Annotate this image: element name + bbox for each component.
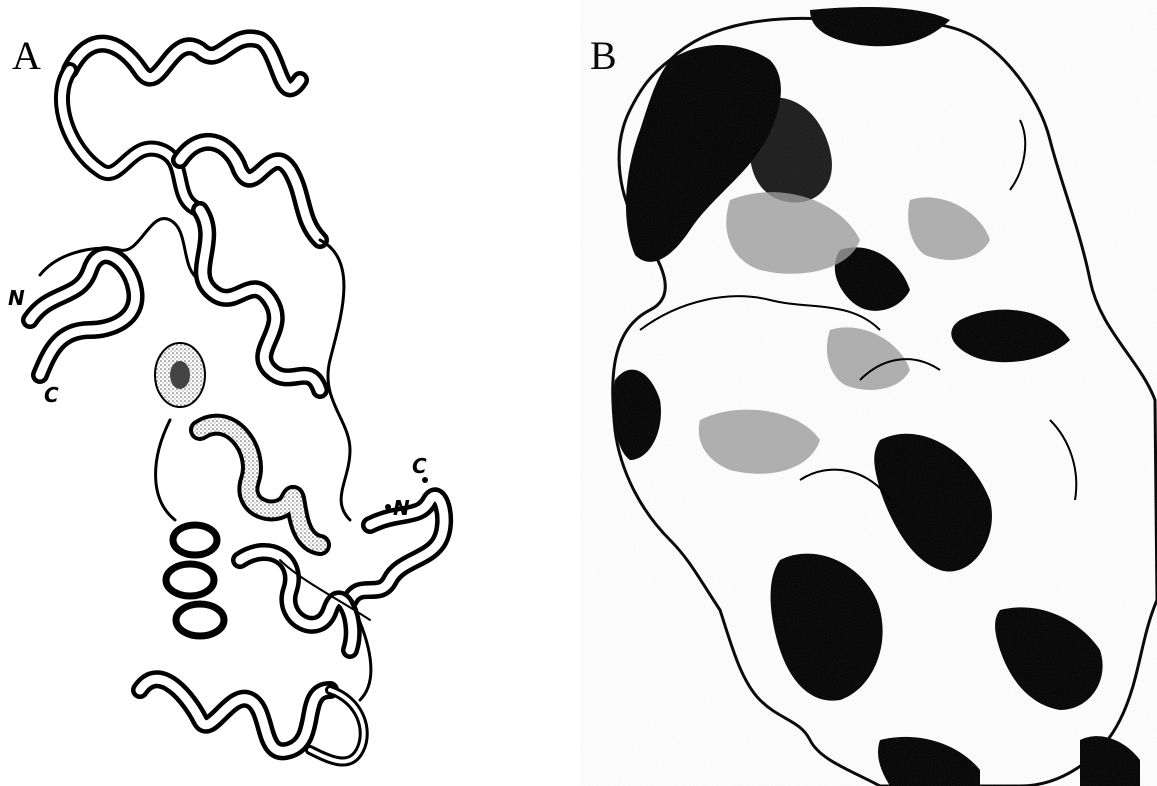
ribbon-diagram: N C N C: [0, 0, 580, 786]
ribbon-diagram-panel: A: [0, 0, 580, 786]
chain2-c-terminus-dot: [422, 477, 428, 483]
chain2-n-terminus-dot: [385, 504, 391, 510]
surface-rendering-panel: B: [580, 0, 1157, 786]
surface-grain-texture: [580, 0, 1157, 786]
upper-chain-ribbon: [30, 38, 350, 520]
molecular-surface: [580, 0, 1157, 786]
chain1-c-terminus-label: C: [44, 383, 59, 407]
chain1-n-terminus-label: N: [8, 286, 25, 310]
chain2-c-terminus-label: C: [412, 454, 427, 478]
chain2-n-terminus-label: N: [393, 496, 410, 520]
lower-chain-ribbon: [140, 420, 444, 762]
